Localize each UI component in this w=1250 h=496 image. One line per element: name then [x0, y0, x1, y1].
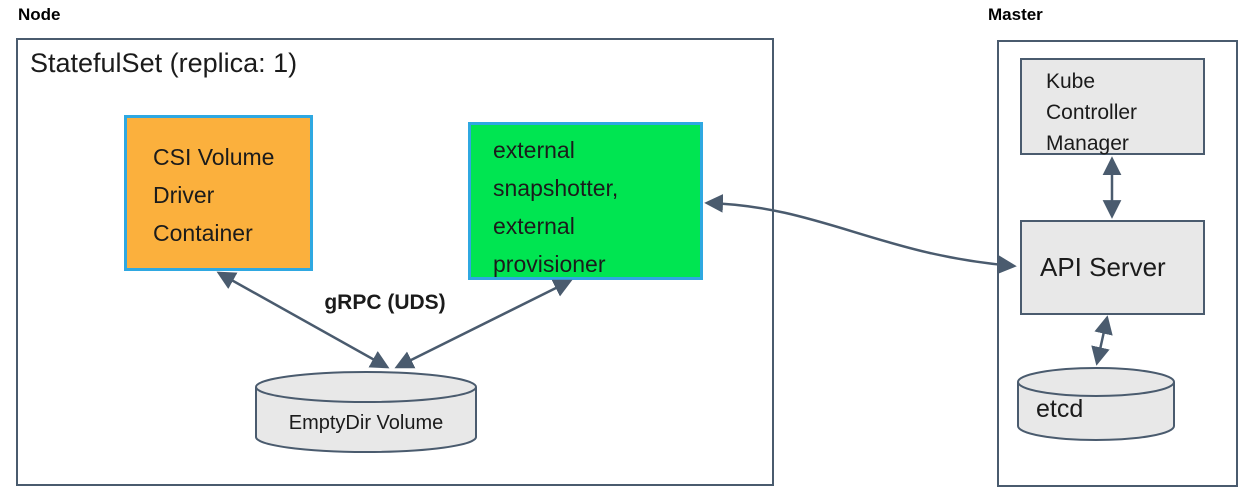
api-server-label: API Server [1040, 252, 1166, 282]
external-sidecars-box: external snapshotter, external provision… [468, 122, 703, 280]
master-group-label: Master [988, 5, 1043, 24]
csi-box-line: Driver [153, 182, 215, 208]
csi-box-line: CSI Volume [153, 144, 275, 170]
kube-controller-manager-box: Kube Controller Manager [1020, 58, 1205, 155]
sidecar-box-line: provisioner [493, 251, 606, 277]
kcm-box-line: Kube [1046, 70, 1096, 93]
sidecar-box-line: external [493, 137, 575, 163]
statefulset-title: StatefulSet (replica: 1) [30, 48, 298, 78]
node-group-label: Node [18, 5, 61, 24]
grpc-uds-label: gRPC (UDS) [324, 291, 446, 314]
sidecar-box-line: external [493, 213, 575, 239]
csi-volume-driver-container-box: CSI Volume Driver Container [124, 115, 313, 271]
kcm-box-line: Controller [1046, 101, 1138, 124]
api-server-box: API Server [1020, 220, 1205, 315]
emptydir-volume-label: EmptyDir Volume [288, 412, 444, 434]
kcm-box-line: Manager [1046, 132, 1129, 155]
csi-box-line: Container [153, 220, 253, 246]
etcd-label: etcd [1036, 395, 1084, 423]
sidecar-box-line: snapshotter, [493, 175, 619, 201]
